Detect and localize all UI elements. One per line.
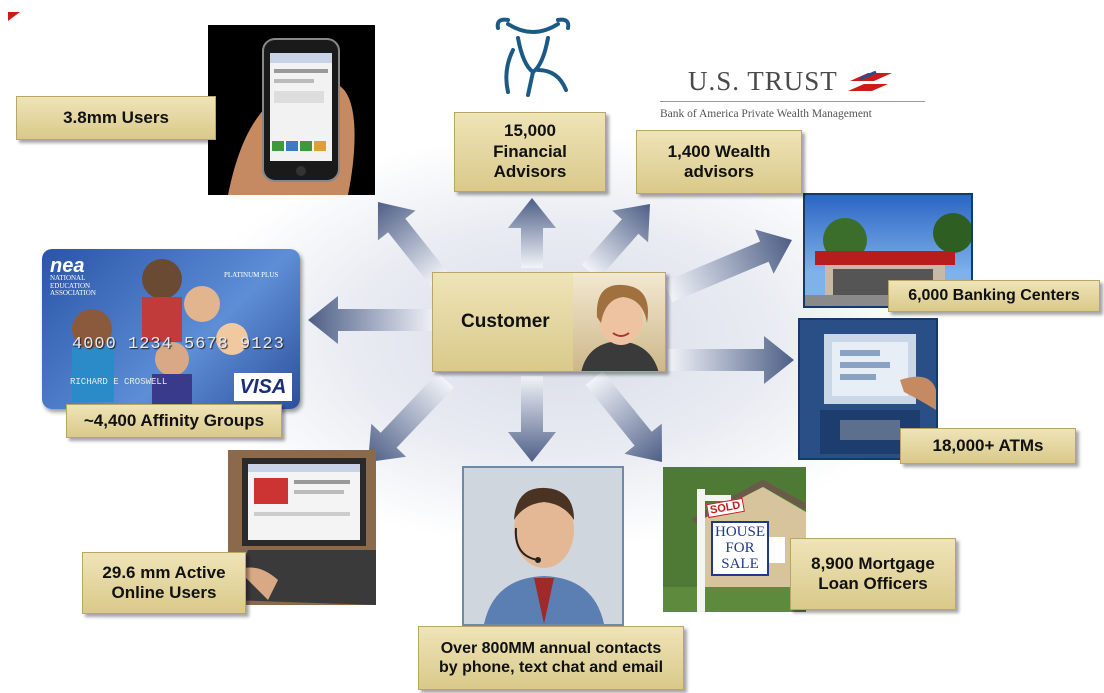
financial-advisors-label: 15,000 Financial Advisors [493, 121, 567, 182]
arrow-to-banking [663, 229, 792, 303]
arrow-to-atms [668, 336, 794, 384]
arrow-to-mortgage [585, 371, 662, 462]
card-brand: nea [50, 255, 85, 277]
mortgage-officers-box: 8,900 Mortgage Loan Officers [790, 538, 956, 610]
flag-stripes-icon [847, 70, 892, 91]
users-box: 3.8mm Users [16, 96, 216, 140]
mortgage-officers-label: 8,900 Mortgage Loan Officers [811, 553, 935, 593]
annual-contacts-label: Over 800MM annual contacts by phone, tex… [438, 639, 664, 676]
visa-logo: VISA [234, 373, 292, 401]
arrow-to-online [368, 372, 454, 462]
customer-center-box: Customer [432, 272, 666, 372]
card-number: 4000 1234 5678 9123 [72, 335, 285, 354]
ustrust-subtitle: Bank of America Private Wealth Managemen… [660, 108, 872, 120]
arrow-to-affinity [308, 296, 436, 344]
arrow-to-users [377, 202, 449, 287]
arrow-to-advisors [508, 198, 556, 268]
ustrust-logo: U.S. TRUST Bank of America Private Wealt… [660, 66, 925, 126]
annual-contacts-box: Over 800MM annual contacts by phone, tex… [418, 626, 684, 690]
call-center-agent-photo [462, 466, 624, 626]
wealth-advisors-box: 1,400 Wealth advisors [636, 130, 802, 194]
card-org: NATIONAL EDUCATION ASSOCIATION [50, 274, 96, 298]
atms-label: 18,000+ ATMs [932, 435, 1044, 455]
users-label: 3.8mm Users [63, 107, 169, 127]
customer-label: Customer [461, 310, 550, 332]
affinity-groups-box: ~4,400 Affinity Groups [66, 404, 282, 438]
banking-centers-label: 6,000 Banking Centers [908, 287, 1080, 305]
financial-advisors-box: 15,000 Financial Advisors [454, 112, 606, 192]
bull-logo-icon [488, 10, 578, 100]
house-for-sale-sign: HOUSE FOR SALE [711, 521, 769, 577]
banking-centers-box: 6,000 Banking Centers [888, 280, 1100, 312]
arrow-to-contacts [508, 376, 556, 462]
affinity-groups-label: ~4,400 Affinity Groups [83, 410, 265, 430]
corner-marker [8, 12, 20, 21]
affinity-credit-card: nea NATIONAL EDUCATION ASSOCIATION PLATI… [42, 249, 300, 409]
smartphone-photo [208, 25, 375, 195]
customer-photo [573, 273, 665, 371]
atms-box: 18,000+ ATMs [900, 428, 1076, 464]
house-for-sale-photo: SOLD HOUSE FOR SALE [663, 467, 806, 612]
laptop-photo [228, 450, 376, 605]
ustrust-title: U.S. TRUST [688, 66, 838, 96]
card-tier: PLATINUM PLUS [224, 271, 279, 279]
wealth-advisors-label: 1,400 Wealth advisors [667, 141, 771, 181]
online-users-label: 29.6 mm Active Online Users [102, 562, 226, 602]
arrow-to-wealth [581, 204, 650, 280]
online-users-box: 29.6 mm Active Online Users [82, 552, 246, 614]
card-holder: RICHARD E CROSWELL [70, 377, 168, 387]
